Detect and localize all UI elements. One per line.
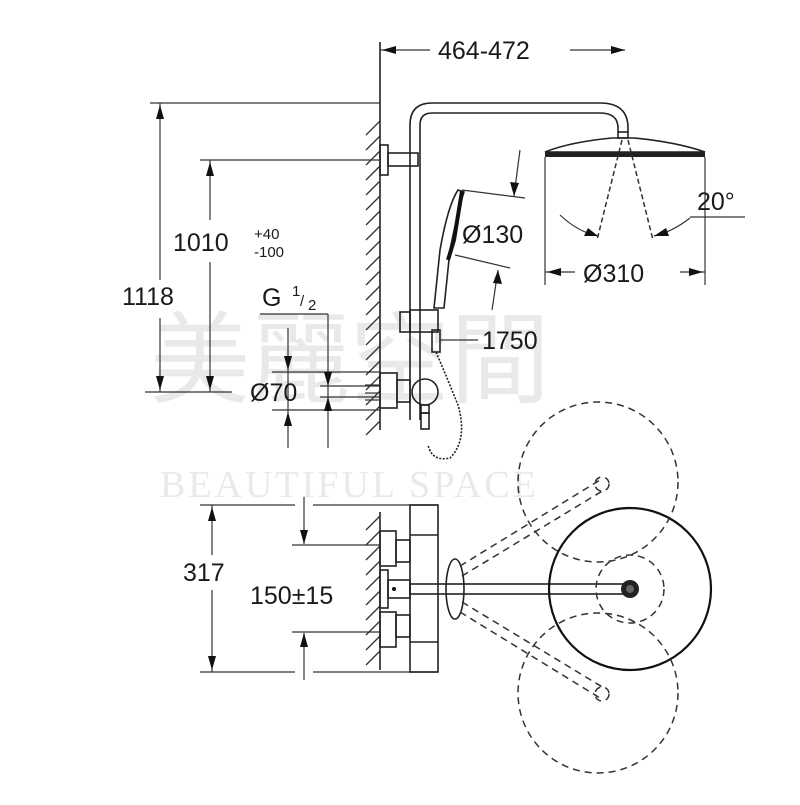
dim-thread-g: G [262, 284, 281, 312]
dim-head-diameter: Ø310 [583, 260, 644, 288]
head-shower-rotated-down [517, 612, 679, 774]
dim-total-height: 1118 [122, 283, 174, 311]
dim-bar-tol-minus: -100 [254, 244, 284, 261]
dim-hose-length: 1750 [482, 327, 538, 355]
watermark-english: BEAUTIFUL SPACE [160, 464, 539, 506]
hand-shower: Ø130 1750 [427, 149, 538, 460]
wall-connection [365, 372, 439, 430]
dim-thread-num: 1 [292, 283, 300, 300]
dim-arm-reach: 464-472 [438, 37, 530, 65]
dim-bar-tol-plus: +40 [254, 226, 279, 243]
watermark-chinese: 美麗空間 [150, 302, 550, 419]
wall-hatching [365, 120, 381, 436]
head-shower: 20° Ø310 [544, 131, 745, 288]
mixer-body [379, 504, 439, 673]
dim-thread-slash: / [300, 293, 305, 310]
side-elevation: 464-472 [122, 37, 745, 460]
dim-spray-angle: 20° [697, 188, 735, 216]
dim-bar-height: 1010 [173, 229, 229, 257]
dim-thread-den: 2 [308, 297, 316, 314]
dim-hand-diameter: Ø130 [462, 221, 523, 249]
head-shower-rotated-up [517, 401, 679, 563]
shower-riser [379, 102, 629, 420]
plan-view: 317 150±15 [183, 401, 713, 774]
dim-mixer-height: 317 [183, 559, 225, 587]
head-shower-outline [547, 506, 713, 672]
dim-inlet-spacing: 150±15 [250, 582, 333, 610]
swivel-arm [409, 558, 639, 620]
dim-flange-diameter: Ø70 [250, 379, 297, 407]
watermark: 美麗空間 BEAUTIFUL SPACE [150, 302, 550, 506]
plan-wall-hatching [365, 515, 381, 666]
